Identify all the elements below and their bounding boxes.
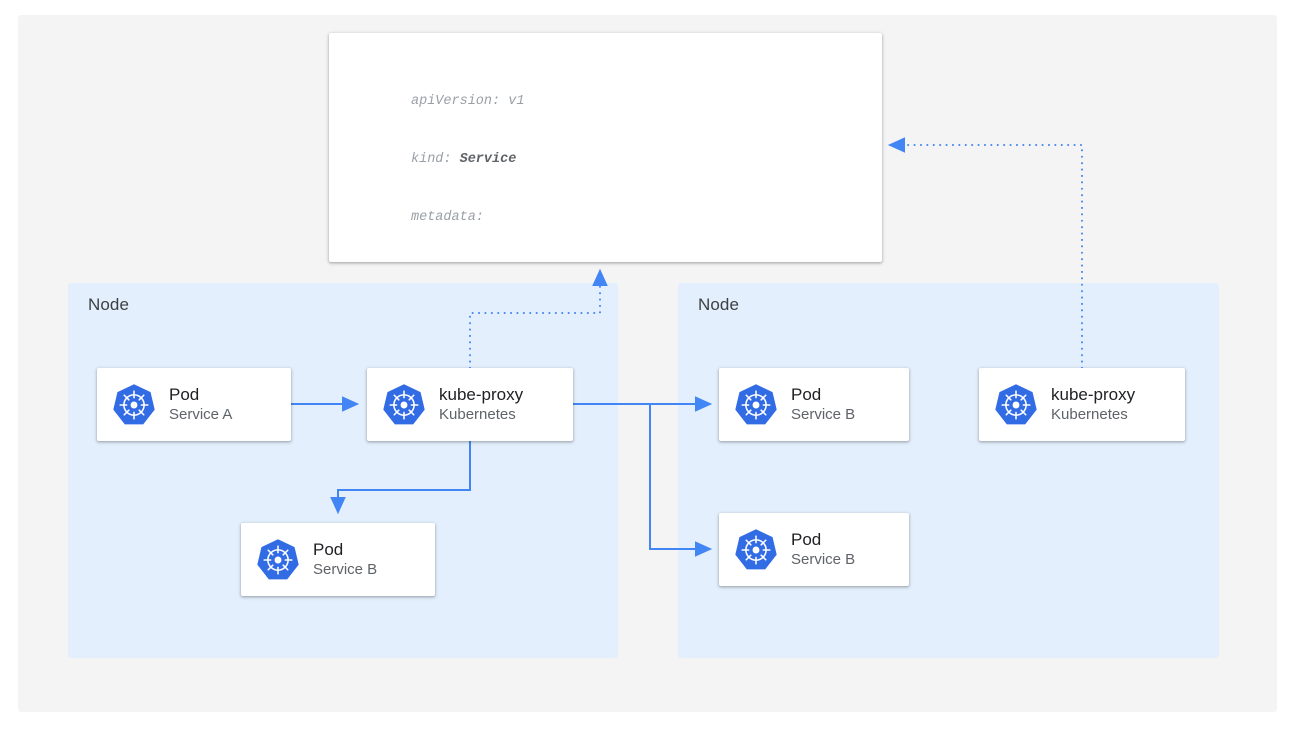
card-subtitle: Kubernetes — [1051, 406, 1128, 424]
node-label-right: Node — [698, 295, 740, 314]
card-kube-proxy-right[interactable]: kube-proxy Kubernetes — [979, 368, 1185, 441]
card-pod-service-b-left[interactable]: Pod Service B — [241, 523, 435, 596]
kubernetes-logo-icon — [111, 382, 157, 428]
card-kube-proxy-left-text: kube-proxy Kubernetes — [439, 384, 523, 425]
service-spec-card: apiVersion: v1 kind: Service metadata: n… — [329, 33, 882, 262]
kubernetes-logo-icon — [733, 382, 779, 428]
kubernetes-logo-icon — [381, 382, 427, 428]
card-subtitle: Service B — [313, 561, 378, 579]
card-kube-proxy-right-text: kube-proxy Kubernetes — [1051, 384, 1135, 425]
card-subtitle: Kubernetes — [439, 406, 516, 424]
card-pod-service-b-right-bottom-text: Pod Service B — [791, 529, 855, 570]
card-pod-service-b-right-bottom[interactable]: Pod Service B — [719, 513, 909, 586]
card-pod-service-b-right-top-text: Pod Service B — [791, 384, 855, 425]
card-title: kube-proxy — [1051, 385, 1136, 404]
card-title: Pod — [791, 530, 822, 549]
card-title: Pod — [169, 385, 200, 404]
card-pod-service-a[interactable]: Pod Service A — [97, 368, 291, 441]
card-subtitle: Service B — [791, 406, 856, 424]
yaml-line-apiversion: apiVersion: v1 — [411, 93, 525, 109]
card-pod-service-b-left-text: Pod Service B — [313, 539, 377, 580]
yaml-line-kind: kind: Service — [411, 152, 517, 168]
node-panel-left: Node — [68, 283, 618, 658]
card-kube-proxy-left[interactable]: kube-proxy Kubernetes — [367, 368, 573, 441]
card-title: Pod — [791, 385, 822, 404]
card-subtitle: Service B — [791, 551, 856, 569]
kubernetes-logo-icon — [993, 382, 1039, 428]
kubernetes-logo-icon — [255, 537, 301, 583]
yaml-line-metadata: metadata: — [411, 210, 484, 226]
card-subtitle: Service A — [169, 406, 233, 424]
node-panel-right: Node — [678, 283, 1219, 658]
card-title: Pod — [313, 540, 344, 559]
card-pod-service-b-right-top[interactable]: Pod Service B — [719, 368, 909, 441]
card-title: kube-proxy — [439, 385, 524, 404]
service-spec-yaml: apiVersion: v1 kind: Service metadata: n… — [411, 53, 743, 262]
card-pod-service-a-text: Pod Service A — [169, 384, 232, 425]
node-label-left: Node — [88, 295, 130, 314]
kubernetes-logo-icon — [733, 527, 779, 573]
